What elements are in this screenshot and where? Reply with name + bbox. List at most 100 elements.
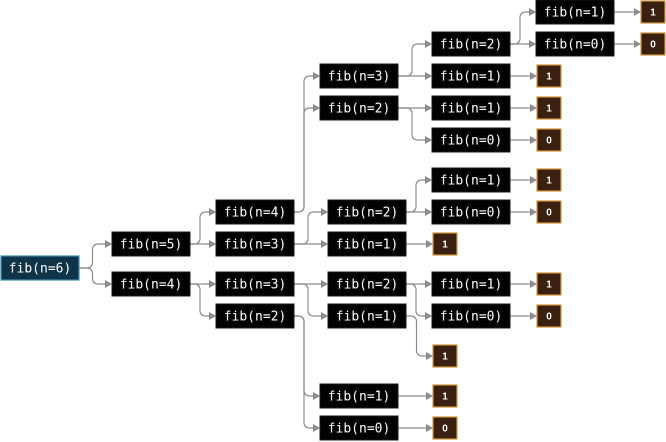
call-node: fib(n=2)	[327, 199, 407, 225]
call-box	[431, 199, 511, 225]
result-box	[432, 232, 458, 256]
call-label: fib(n=1)	[440, 102, 503, 117]
call-label: fib(n=2)	[224, 310, 287, 325]
call-box	[215, 303, 295, 329]
call-node: fib(n=2)	[431, 31, 511, 57]
call-label: fib(n=3)	[328, 70, 391, 85]
call-label: fib(n=1)	[440, 174, 503, 189]
arrowhead-icon	[321, 208, 328, 216]
call-label: fib(n=3)	[224, 278, 287, 293]
result-box	[536, 96, 562, 120]
call-label: fib(n=2)	[336, 278, 399, 293]
arrowhead-icon	[209, 312, 216, 320]
call-label: fib(n=4)	[120, 278, 183, 293]
call-box	[319, 415, 399, 441]
call-node: fib(n=0)	[535, 31, 615, 57]
result-value: 1	[546, 176, 552, 187]
call-box	[431, 303, 511, 329]
call-label: fib(n=0)	[440, 310, 503, 325]
result-node: 1	[640, 0, 666, 24]
call-box	[327, 231, 407, 257]
call-node: fib(n=1)	[319, 383, 399, 409]
call-edges	[79, 8, 641, 432]
root-call-node: fib(n=6)	[0, 255, 80, 281]
result-node: 0	[536, 304, 562, 328]
arrowhead-icon	[425, 40, 432, 48]
call-box	[431, 271, 511, 297]
call-label: fib(n=1)	[544, 6, 607, 21]
call-label: fib(n=1)	[336, 310, 399, 325]
call-node: fib(n=1)	[535, 0, 615, 25]
arrowhead-icon	[425, 280, 432, 288]
call-node: fib(n=2)	[215, 303, 295, 329]
call-edge	[406, 179, 426, 213]
result-value: 1	[442, 240, 448, 251]
arrowhead-icon	[313, 72, 320, 80]
result-node: 1	[536, 272, 562, 296]
call-edge	[406, 315, 427, 357]
call-label: fib(n=6)	[9, 262, 72, 277]
call-label: fib(n=5)	[120, 238, 183, 253]
call-edge	[510, 11, 530, 45]
arrowhead-icon	[313, 392, 320, 400]
call-node: fib(n=0)	[431, 303, 511, 329]
call-box	[431, 167, 511, 193]
result-box	[432, 416, 458, 440]
result-value: 0	[546, 136, 552, 147]
call-box	[111, 231, 191, 257]
result-box	[536, 272, 562, 296]
call-node: fib(n=3)	[215, 271, 295, 297]
arrowhead-icon	[313, 104, 320, 112]
arrowhead-icon	[530, 208, 537, 216]
arrowhead-icon	[425, 72, 432, 80]
call-node: fib(n=3)	[215, 231, 295, 257]
call-node: fib(n=5)	[111, 231, 191, 257]
arrowhead-icon	[209, 208, 216, 216]
arrowhead-icon	[321, 240, 328, 248]
call-label: fib(n=1)	[440, 278, 503, 293]
arrowhead-icon	[530, 312, 537, 320]
arrowhead-icon	[634, 8, 641, 16]
call-node: fib(n=1)	[431, 63, 511, 89]
result-value: 0	[546, 208, 552, 219]
call-box	[327, 199, 407, 225]
call-edge	[294, 211, 322, 245]
arrowhead-icon	[425, 104, 432, 112]
call-edge	[406, 283, 426, 317]
arrowhead-icon	[209, 240, 216, 248]
call-node: fib(n=2)	[319, 95, 399, 121]
result-node: 1	[536, 64, 562, 88]
result-box	[432, 384, 458, 408]
call-node: fib(n=4)	[215, 199, 295, 225]
call-edge	[79, 243, 106, 269]
call-box	[215, 271, 295, 297]
call-box	[431, 31, 511, 57]
result-node: 0	[432, 416, 458, 440]
result-box	[536, 304, 562, 328]
call-box	[0, 255, 80, 281]
result-node: 0	[640, 32, 666, 56]
call-box	[111, 271, 191, 297]
arrowhead-icon	[426, 240, 433, 248]
result-value: 0	[546, 312, 552, 323]
result-node: 1	[432, 384, 458, 408]
call-node: fib(n=2)	[327, 271, 407, 297]
call-edge	[398, 107, 426, 141]
arrowhead-icon	[313, 424, 320, 432]
arrowhead-icon	[530, 280, 537, 288]
call-edge	[294, 315, 314, 429]
result-value: 1	[546, 72, 552, 83]
result-value: 1	[442, 352, 448, 363]
call-box	[215, 199, 295, 225]
call-edge	[398, 43, 426, 77]
call-box	[535, 0, 615, 25]
call-box	[431, 63, 511, 89]
result-box	[536, 168, 562, 192]
call-box	[319, 383, 399, 409]
result-box	[536, 64, 562, 88]
result-node: 1	[536, 168, 562, 192]
result-value: 0	[442, 424, 448, 435]
arrowhead-icon	[105, 240, 112, 248]
